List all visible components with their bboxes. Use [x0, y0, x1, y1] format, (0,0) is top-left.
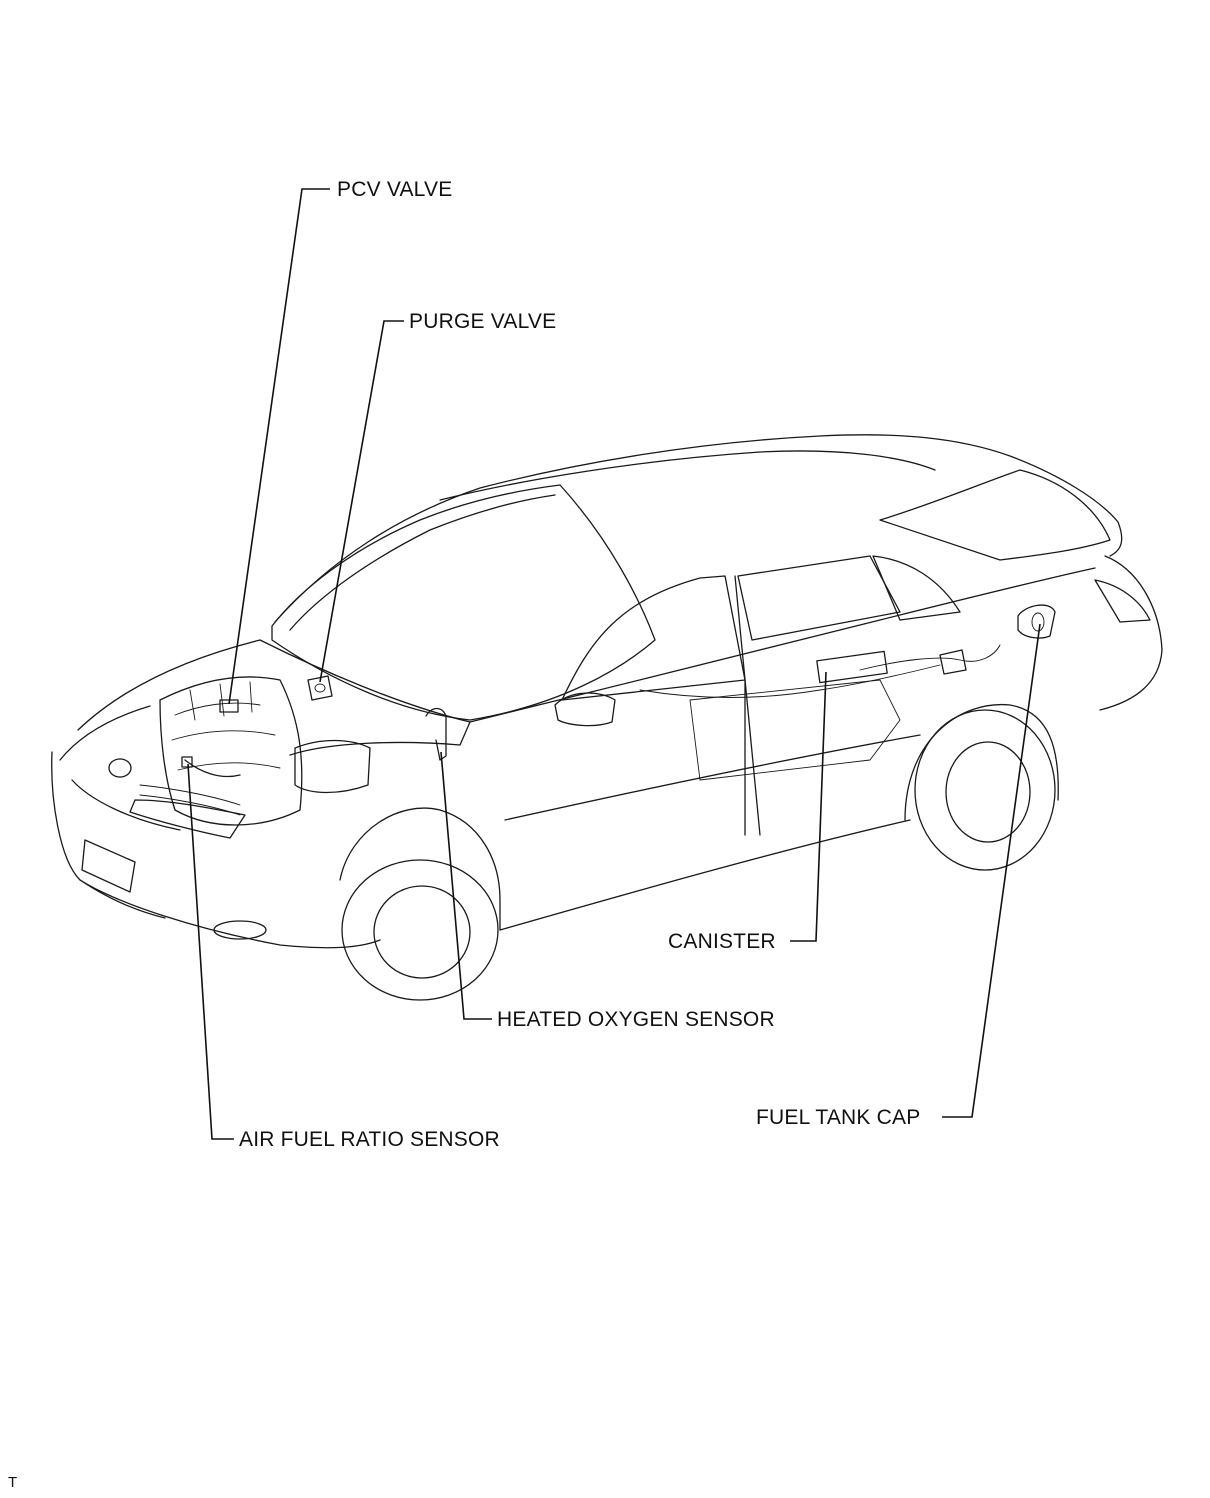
- engine-detail-2: [189, 681, 253, 721]
- rear-door-window: [737, 555, 901, 641]
- fuel-line: [639, 664, 941, 698]
- label-canister: CANISTER: [668, 930, 776, 953]
- corner-mark: T: [8, 1474, 18, 1491]
- rear-deck: [1099, 555, 1163, 711]
- body-crease: [504, 734, 921, 821]
- air-filter-box: [294, 739, 371, 794]
- front-door-window: [561, 575, 746, 701]
- fuel-tank: [689, 679, 901, 781]
- roof-line: [274, 434, 1123, 623]
- engine-detail-1: [171, 702, 281, 771]
- sill: [499, 819, 911, 931]
- front-fascia: [51, 751, 381, 949]
- roof-inner: [439, 450, 936, 501]
- leader-lines: [187, 188, 1041, 1140]
- front-tire: [341, 859, 499, 1001]
- label-fuel-tank-cap: FUEL TANK CAP: [756, 1106, 921, 1129]
- label-pcv-valve: PCV VALVE: [337, 178, 453, 201]
- bumper-lip: [79, 879, 166, 919]
- beltline: [469, 567, 1096, 723]
- label-heated-oxygen-sensor: HEATED OXYGEN SENSOR: [497, 1008, 775, 1031]
- label-air-fuel-ratio-sensor: AIR FUEL RATIO SENSOR: [239, 1128, 500, 1151]
- emblem: [108, 758, 132, 778]
- rear-window: [879, 469, 1111, 561]
- front-arch: [339, 807, 501, 931]
- canister-vent: [939, 649, 967, 675]
- lower-grille: [81, 839, 136, 893]
- car-outline: [51, 434, 1163, 1001]
- rear-arch: [904, 703, 1059, 821]
- vapor-line: [859, 644, 1001, 671]
- windshield: [271, 484, 656, 721]
- engine-block: [159, 676, 303, 826]
- hood: [77, 639, 471, 756]
- front-grille-surround: [71, 779, 181, 831]
- windshield-inner: [289, 494, 556, 631]
- b-pillar: [734, 575, 761, 836]
- rear-rim: [945, 741, 1031, 843]
- af-sensor-part: [181, 756, 193, 768]
- fuel-door: [1017, 604, 1056, 639]
- fuel-cap-ring: [1031, 612, 1045, 632]
- tail-light: [1094, 579, 1151, 623]
- rear-tire: [914, 709, 1056, 871]
- fog-light: [213, 920, 267, 940]
- quarter-window: [872, 555, 961, 621]
- purge-valve-leader: [319, 320, 404, 683]
- af-sensor-harness: [184, 759, 241, 778]
- hood-front: [59, 705, 151, 761]
- purge-valve-port: [314, 683, 326, 693]
- pcv-valve-leader: [228, 188, 330, 705]
- fuel-tank-cap-leader: [942, 623, 1041, 1118]
- headlight: [129, 799, 246, 839]
- front-rim: [373, 885, 471, 979]
- heated-o2-sensor-part: [425, 707, 447, 761]
- air-fuel-ratio-sensor-leader: [187, 763, 234, 1140]
- label-purge-valve: PURGE VALVE: [409, 310, 557, 333]
- heated-oxygen-sensor-leader: [440, 751, 492, 1020]
- canister-body: [816, 650, 888, 684]
- canister-leader: [790, 671, 827, 942]
- side-mirror: [554, 692, 616, 727]
